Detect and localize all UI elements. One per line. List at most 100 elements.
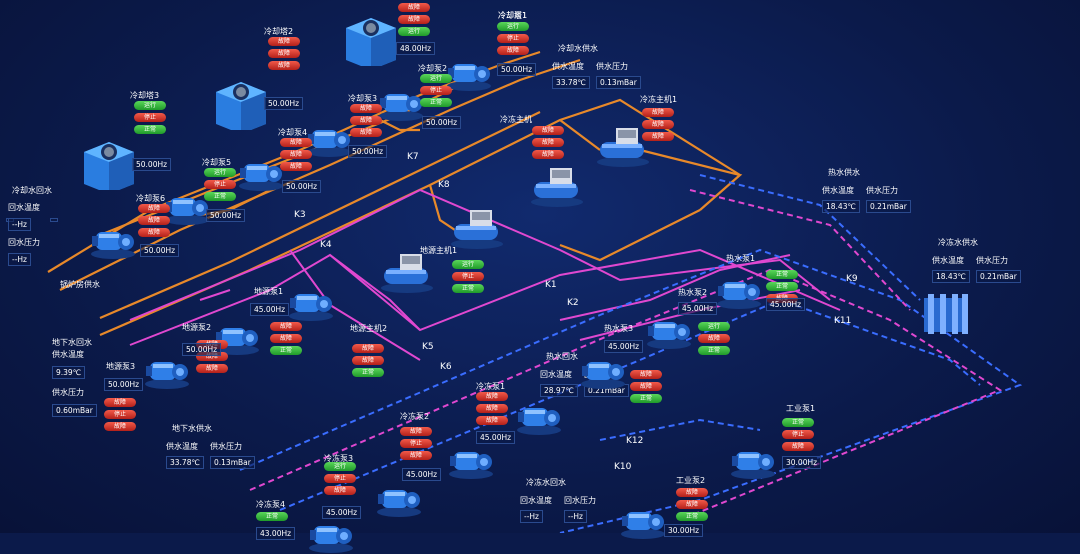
cooling-pump-4-status-1[interactable]: 故障 xyxy=(280,138,312,147)
ground-chiller-2[interactable] xyxy=(380,250,434,294)
chiller-1-status-3[interactable]: 故障 xyxy=(642,132,674,141)
ground-chiller-1-status-2[interactable]: 停止 xyxy=(452,272,484,281)
industrial-pump-2-status-1[interactable]: 故障 xyxy=(676,488,708,497)
cooling-pump-6-status-1[interactable]: 故障 xyxy=(138,204,170,213)
cooling-tower-1[interactable] xyxy=(346,14,396,66)
cooling-pump-2-status-1[interactable]: 运行 xyxy=(420,74,452,83)
tower-3-status-2[interactable]: 停止 xyxy=(134,113,166,122)
hot-pump-1-status-2[interactable]: 正常 xyxy=(766,282,798,291)
tower-1-freq: 48.00Hz xyxy=(396,42,436,55)
chilled-pump-3[interactable] xyxy=(376,478,422,518)
cooling-pump-3-status-3[interactable]: 故障 xyxy=(350,128,382,137)
industrial-pump-2-status-2[interactable]: 故障 xyxy=(676,500,708,509)
chiller-1-status-2[interactable]: 故障 xyxy=(642,120,674,129)
chiller-1-status-1[interactable]: 故障 xyxy=(642,108,674,117)
hot-pump-2-status-2[interactable]: 故障 xyxy=(698,334,730,343)
ground-chiller-2-status-3[interactable]: 正常 xyxy=(352,368,384,377)
cooling-pump-5-status-1[interactable]: 运行 xyxy=(204,168,236,177)
cooling-pump-1-status-3[interactable]: 故障 xyxy=(497,46,529,55)
ground-chiller-1-status-3[interactable]: 正常 xyxy=(452,284,484,293)
ground-pump-1-status-3[interactable]: 正常 xyxy=(270,346,302,355)
chilled-pump-2[interactable] xyxy=(448,440,494,480)
tower-2-status-2[interactable]: 故障 xyxy=(268,49,300,58)
hot-pump-3-status-1[interactable]: 故障 xyxy=(630,370,662,379)
industrial-pump-1[interactable] xyxy=(730,440,776,480)
heat-exchanger[interactable] xyxy=(920,290,972,338)
ground-pump-2-status-2[interactable]: 故障 xyxy=(196,352,228,361)
cooling-pump-1[interactable] xyxy=(446,52,492,92)
cooling-pump-2-status-3[interactable]: 正常 xyxy=(420,98,452,107)
cooling-pump-6[interactable] xyxy=(90,220,136,260)
cooling-pump-1-status-2[interactable]: 停止 xyxy=(497,34,529,43)
chilled-pump-3-status-2[interactable]: 停止 xyxy=(324,474,356,483)
chilled-pump-1-status-3[interactable]: 故障 xyxy=(476,416,508,425)
cooling-pump-2-status-2[interactable]: 停止 xyxy=(420,86,452,95)
chiller-2-status-3[interactable]: 故障 xyxy=(532,150,564,159)
cooling-pump-5-status-3[interactable]: 正常 xyxy=(204,192,236,201)
tower-1-label: 冷却塔1 xyxy=(498,11,528,20)
chilled-pump-2-status-3[interactable]: 故障 xyxy=(400,451,432,460)
ground-pump-3[interactable] xyxy=(144,350,190,390)
cooling-pump-5-status-2[interactable]: 停止 xyxy=(204,180,236,189)
chiller-2-status-2[interactable]: 故障 xyxy=(532,138,564,147)
cooling-pump-4-status-2[interactable]: 故障 xyxy=(280,150,312,159)
tower-2-status-1[interactable]: 故障 xyxy=(268,37,300,46)
tower-3-status-3[interactable]: 正常 xyxy=(134,125,166,134)
hot-pump-3[interactable] xyxy=(580,350,626,390)
hot-pump-1-status-1[interactable]: 正常 xyxy=(766,270,798,279)
ground-chiller-1-status-1[interactable]: 运行 xyxy=(452,260,484,269)
ground-chiller-2-status-1[interactable]: 故障 xyxy=(352,344,384,353)
chilled-pump-2-status-1[interactable]: 故障 xyxy=(400,427,432,436)
cooling-tower-2[interactable] xyxy=(216,78,266,130)
ground-chiller-1[interactable] xyxy=(450,206,504,250)
chilled-pump-3-status-1[interactable]: 运行 xyxy=(324,462,356,471)
orange-link-2 xyxy=(559,119,601,151)
ground-pump-2-status-3[interactable]: 故障 xyxy=(196,364,228,373)
industrial-pump-1-status-1[interactable]: 正常 xyxy=(782,418,814,427)
cooling-pump-6-status-3[interactable]: 故障 xyxy=(138,228,170,237)
ground-pump-3-status-1[interactable]: 故障 xyxy=(104,398,136,407)
cooling-pump-3[interactable] xyxy=(306,118,352,158)
ground-pump-1-status-1[interactable]: 故障 xyxy=(270,322,302,331)
ground-pump-1[interactable] xyxy=(288,282,334,322)
hot-pump-2-status-1[interactable]: 运行 xyxy=(698,322,730,331)
chiller-2-status-1[interactable]: 故障 xyxy=(532,126,564,135)
chilled-pump-4[interactable] xyxy=(308,514,354,554)
tower-2-status-3[interactable]: 故障 xyxy=(268,61,300,70)
chilled-pump-3-status-3[interactable]: 故障 xyxy=(324,486,356,495)
chiller-2[interactable] xyxy=(530,164,584,208)
ground-pump-3-status-3[interactable]: 故障 xyxy=(104,422,136,431)
chilled-pump-1-status-1[interactable]: 故障 xyxy=(476,392,508,401)
tower-1-status-1[interactable]: 故障 xyxy=(398,3,430,12)
ground-chiller-2-status-2[interactable]: 故障 xyxy=(352,356,384,365)
industrial-pump-1-status-2[interactable]: 停止 xyxy=(782,430,814,439)
industrial-pump-1-status-3[interactable]: 故障 xyxy=(782,442,814,451)
cooling-pump-3-status-1[interactable]: 故障 xyxy=(350,104,382,113)
hot-pump-2-status-3[interactable]: 正常 xyxy=(698,346,730,355)
chilled-pump-1[interactable] xyxy=(516,396,562,436)
chilled-pump-2-status-2[interactable]: 停止 xyxy=(400,439,432,448)
tower-1-status-2[interactable]: 故障 xyxy=(398,15,430,24)
hot-pump-3-status-2[interactable]: 故障 xyxy=(630,382,662,391)
ground-supply-press-value: 0.13mBar xyxy=(210,456,255,469)
industrial-pump-2-status-3[interactable]: 正常 xyxy=(676,512,708,521)
cooling-pump-2[interactable] xyxy=(378,82,424,122)
hot-pump-2[interactable] xyxy=(646,310,692,350)
cooling-pump-3-status-2[interactable]: 故障 xyxy=(350,116,382,125)
chilled-pump-1-status-2[interactable]: 故障 xyxy=(476,404,508,413)
cooling-pump-6-status-2[interactable]: 故障 xyxy=(138,216,170,225)
hot-pump-1[interactable] xyxy=(716,270,762,310)
cooling-pump-4[interactable] xyxy=(238,152,284,192)
hot-pump-3-status-3[interactable]: 正常 xyxy=(630,394,662,403)
cooling-pump-1-status-1[interactable]: 运行 xyxy=(497,22,529,31)
cooling-pump-4-status-3[interactable]: 故障 xyxy=(280,162,312,171)
ground-pump-1-status-2[interactable]: 故障 xyxy=(270,334,302,343)
tower-3-status-1[interactable]: 运行 xyxy=(134,101,166,110)
industrial-pump-2[interactable] xyxy=(620,500,666,540)
chiller-1[interactable] xyxy=(596,124,650,168)
ground-pump-3-status-2[interactable]: 停止 xyxy=(104,410,136,419)
cooling-tower-3[interactable] xyxy=(84,138,134,190)
tower-1-status-3[interactable]: 运行 xyxy=(398,27,430,36)
chilled-pump-4-status-1[interactable]: 正常 xyxy=(256,512,288,521)
cooling-pump-5[interactable] xyxy=(164,186,210,226)
